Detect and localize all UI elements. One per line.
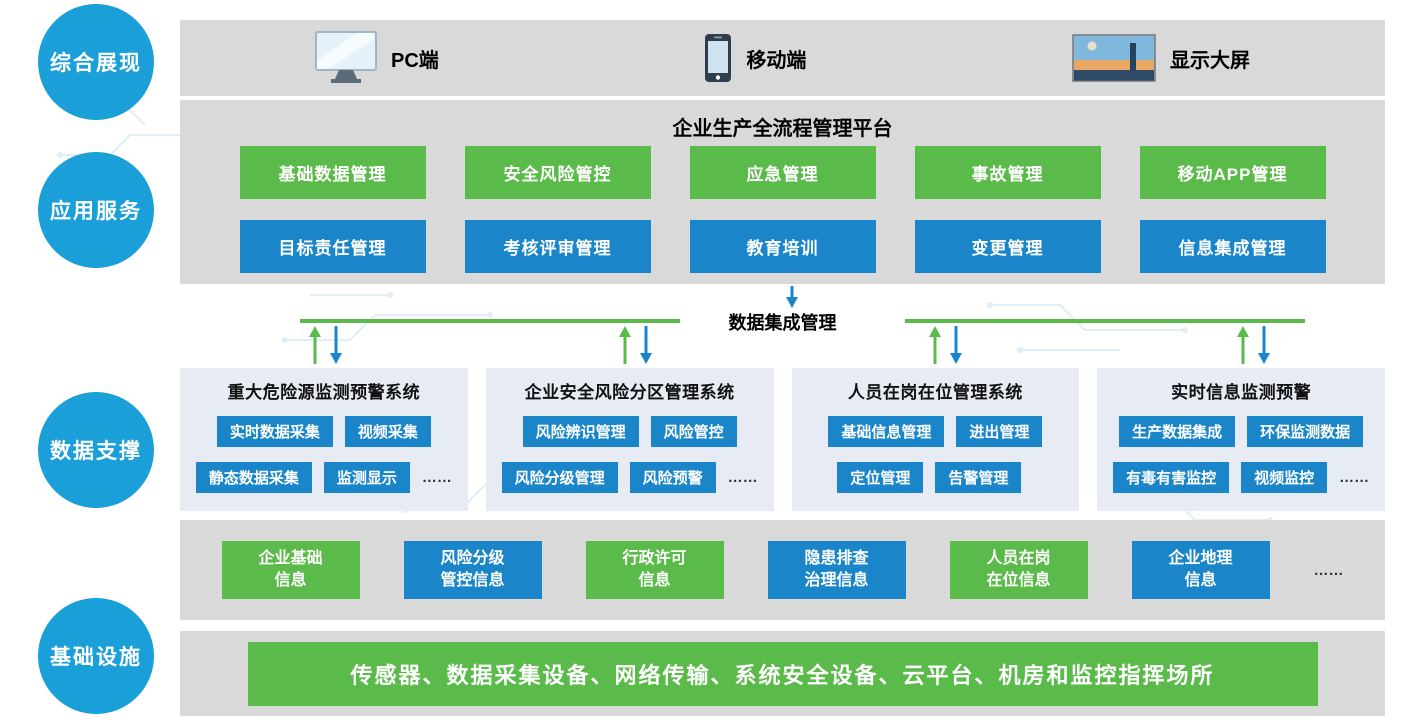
mobile-terminal-label: 移动端 (746, 49, 807, 72)
pc-terminal-label: PC端 (391, 49, 439, 72)
up-arrow-icon (619, 326, 631, 364)
info-enterprise-basic: 企业基础 信息 (221, 541, 360, 599)
infrastructure-band: 传感器、数据采集设备、网络传输、系统安全设备、云平台、机房和监控指挥场所 (180, 631, 1385, 716)
pc-terminal: PC端 (315, 31, 439, 85)
feature-risk-control: 风险管控 (650, 416, 737, 447)
layer-label-infrastructure: 基础设施 (38, 598, 154, 714)
module-safety-risk-control: 安全风险管控 (464, 146, 651, 199)
down-arrow-icon (1258, 326, 1270, 364)
panel-row: 风险辨识管理 风险管控 (492, 416, 768, 447)
module-info-integration: 信息集成管理 (1139, 220, 1326, 273)
module-basic-data-mgmt: 基础数据管理 (239, 146, 426, 199)
monitor-icon (315, 31, 377, 83)
feature-risk-identification: 风险辨识管理 (522, 416, 639, 447)
feature-environmental-monitoring: 环保监测数据 (1247, 416, 1364, 447)
panel-row: 实时数据采集 视频采集 (186, 416, 462, 447)
module-mobile-app-mgmt: 移动APP管理 (1139, 146, 1326, 199)
feature-video-monitoring: 视频监控 (1241, 462, 1328, 493)
info-risk-grading-control: 风险分级 管控信息 (403, 541, 542, 599)
arrow-pair (309, 326, 342, 364)
big-screen-terminal: 显示大屏 (1072, 34, 1250, 82)
platform-module-row-1: 基础数据管理 安全风险管控 应急管理 事故管理 移动APP管理 (180, 146, 1385, 199)
panel-title: 重大危险源监测预警系统 (227, 383, 421, 402)
down-arrow-icon (640, 326, 652, 364)
infrastructure-box: 传感器、数据采集设备、网络传输、系统安全设备、云平台、机房和监控指挥场所 (247, 641, 1318, 706)
layer-label-display: 综合展现 (38, 4, 154, 120)
feature-basic-info-mgmt: 基础信息管理 (828, 416, 945, 447)
up-arrow-icon (1237, 326, 1249, 364)
big-screen-icon (1072, 34, 1156, 82)
arrow-pair (1237, 326, 1270, 364)
data-integration-label: 数据集成管理 (728, 313, 837, 333)
connector-line-right (905, 319, 1305, 323)
data-support-row: 重大危险源监测预警系统 实时数据采集 视频采集 静态数据采集 监测显示 …… 企… (180, 368, 1385, 511)
layer-label-application: 应用服务 (38, 152, 154, 268)
up-arrow-icon (309, 326, 321, 364)
panel-row: 基础信息管理 进出管理 (798, 416, 1074, 447)
panel-personnel-onduty-mgmt: 人员在岗在位管理系统 基础信息管理 进出管理 定位管理 告警管理 (791, 368, 1080, 511)
down-arrow-icon (786, 286, 798, 308)
arrow-pair (619, 326, 652, 364)
info-personnel-onduty: 人员在岗 在位信息 (949, 541, 1088, 599)
info-administrative-license: 行政许可 信息 (585, 541, 724, 599)
feature-video-collection: 视频采集 (344, 416, 431, 447)
down-arrow-icon (330, 326, 342, 364)
panel-row: 定位管理 告警管理 (798, 462, 1074, 493)
feature-entry-exit-mgmt: 进出管理 (956, 416, 1043, 447)
up-arrow-icon (929, 326, 941, 364)
panel-row: 静态数据采集 监测显示 …… (186, 462, 462, 493)
ellipsis: …… (1339, 469, 1370, 486)
module-change-mgmt: 变更管理 (914, 220, 1101, 273)
panel-major-hazard-monitoring: 重大危险源监测预警系统 实时数据采集 视频采集 静态数据采集 监测显示 …… (180, 368, 468, 511)
smartphone-icon (705, 34, 732, 82)
feature-monitoring-display: 监测显示 (323, 462, 410, 493)
panel-row: 有毒有害监控 视频监控 …… (1103, 462, 1379, 493)
info-enterprise-geography: 企业地理 信息 (1131, 541, 1270, 599)
module-assessment-review: 考核评审管理 (464, 220, 651, 273)
panel-row: 生产数据集成 环保监测数据 (1103, 416, 1379, 447)
circuit-pattern-decoration (282, 292, 493, 343)
ellipsis: …… (421, 469, 452, 486)
panel-risk-zoning-mgmt: 企业安全风险分区管理系统 风险辨识管理 风险管控 风险分级管理 风险预警 …… (485, 368, 774, 511)
down-arrow-icon (950, 326, 962, 364)
module-education-training: 教育培训 (689, 220, 876, 273)
layer-label-data-support: 数据支撑 (38, 392, 154, 508)
feature-risk-grading: 风险分级管理 (501, 462, 618, 493)
info-hazard-investigation: 隐患排查 治理信息 (767, 541, 906, 599)
feature-production-data-integration: 生产数据集成 (1119, 416, 1236, 447)
feature-positioning-mgmt: 定位管理 (837, 462, 924, 493)
panel-realtime-info-warning: 实时信息监测预警 生产数据集成 环保监测数据 有毒有害监控 视频监控 …… (1097, 368, 1385, 511)
platform-band: 企业生产全流程管理平台 基础数据管理 安全风险管控 应急管理 事故管理 移动AP… (180, 100, 1385, 284)
module-emergency-mgmt: 应急管理 (689, 146, 876, 199)
information-layer-band: 企业基础 信息 风险分级 管控信息 行政许可 信息 隐患排查 治理信息 人员在岗… (180, 520, 1385, 620)
connector-line-left (300, 319, 680, 323)
panel-title: 企业安全风险分区管理系统 (524, 383, 735, 402)
feature-realtime-data-collection: 实时数据采集 (216, 416, 333, 447)
platform-title: 企业生产全流程管理平台 (672, 118, 893, 140)
display-terminals-band: PC端 移动端 显示大屏 (180, 20, 1385, 96)
module-accident-mgmt: 事故管理 (914, 146, 1101, 199)
platform-module-row-2: 目标责任管理 考核评审管理 教育培训 变更管理 信息集成管理 (180, 220, 1385, 273)
feature-risk-warning: 风险预警 (629, 462, 716, 493)
ellipsis: …… (727, 469, 758, 486)
feature-static-data-collection: 静态数据采集 (195, 462, 312, 493)
feature-alarm-mgmt: 告警管理 (935, 462, 1022, 493)
panel-title: 实时信息监测预警 (1171, 383, 1312, 402)
feature-toxic-harmful-monitoring: 有毒有害监控 (1113, 462, 1230, 493)
mobile-terminal: 移动端 (704, 33, 806, 83)
module-target-responsibility: 目标责任管理 (239, 220, 426, 273)
circuit-pattern-decoration (987, 302, 1188, 353)
big-screen-label: 显示大屏 (1169, 49, 1250, 72)
panel-title: 人员在岗在位管理系统 (847, 383, 1023, 402)
panel-row: 风险分级管理 风险预警 …… (492, 462, 768, 493)
ellipsis: …… (1313, 561, 1344, 579)
arrow-pair (929, 326, 962, 364)
